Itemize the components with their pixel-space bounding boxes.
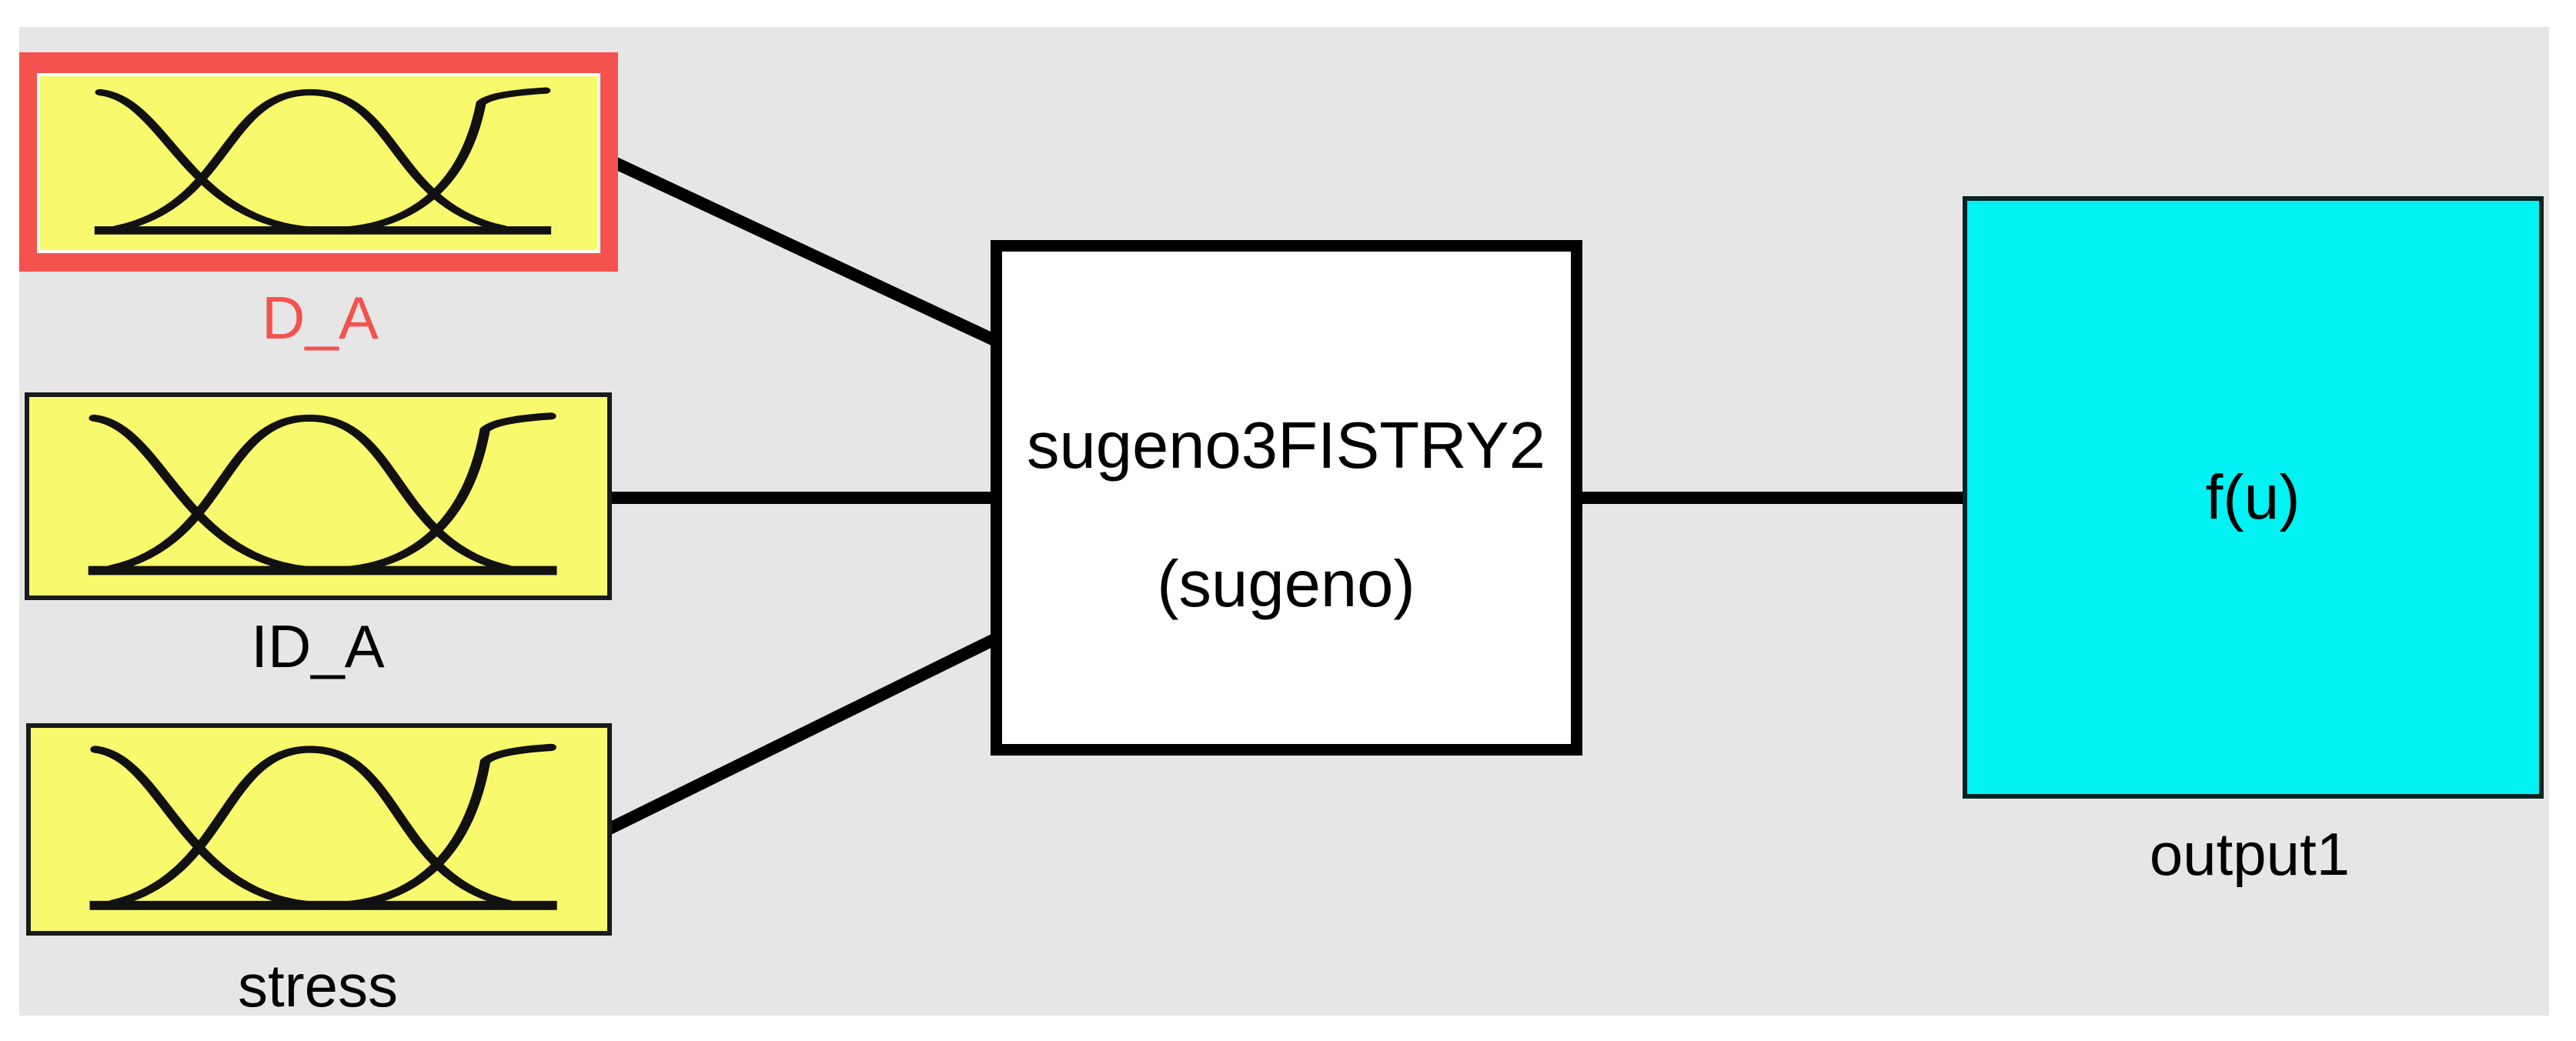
membership-curves-icon: [94, 87, 552, 235]
system-node[interactable]: sugeno3FISTRY2 (sugeno): [991, 240, 1582, 756]
connection-d-a-to-system: [613, 157, 999, 347]
input-node-d-a[interactable]: [19, 52, 618, 272]
input-node-stress[interactable]: [26, 723, 612, 936]
output-box: [1963, 196, 2544, 799]
membership-curves-icon: [89, 743, 557, 910]
input-node-id-a[interactable]: [25, 392, 612, 600]
membership-curves-icon: [88, 412, 557, 576]
system-type-label: (sugeno): [1157, 548, 1415, 621]
output-label: output1: [2150, 820, 2350, 888]
connection-stress-to-system: [605, 632, 999, 836]
input-label-id-a: ID_A: [251, 612, 384, 680]
output-node[interactable]: f(u): [1963, 196, 2544, 799]
system-name-label: sugeno3FISTRY2: [1027, 409, 1545, 482]
output-fu-label: f(u): [2206, 462, 2300, 532]
input-label-d-a: D_A: [262, 284, 379, 352]
input-label-stress: stress: [238, 952, 398, 1019]
system-box: [991, 240, 1582, 756]
